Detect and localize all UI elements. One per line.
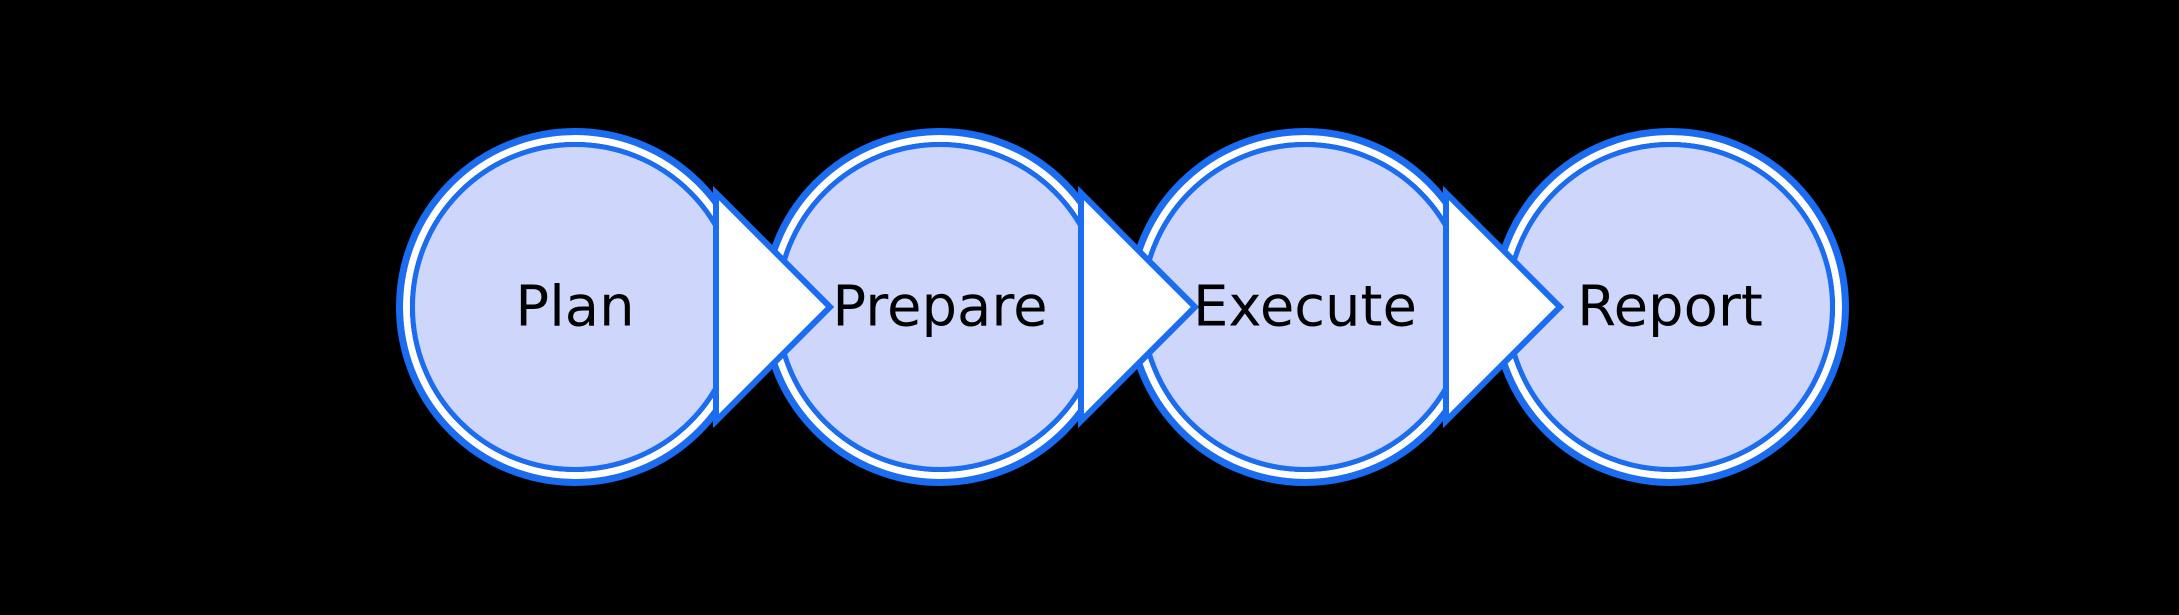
process-node-plan[interactable] — [396, 128, 754, 486]
connector-arrow-plan-to-prepare — [713, 185, 835, 429]
node-label-report: Report — [1577, 275, 1763, 340]
node-label-plan: Plan — [515, 275, 634, 340]
node-label-prepare: Prepare — [832, 275, 1047, 340]
nodes-layer — [396, 128, 1849, 486]
connectors-layer — [713, 185, 1565, 429]
connector-arrow-prepare-to-execute — [1078, 185, 1200, 429]
connector-arrow-execute-to-report — [1443, 185, 1565, 429]
node-label-execute: Execute — [1193, 275, 1417, 340]
labels-layer: Plan Prepare Execute Report — [515, 275, 1762, 340]
